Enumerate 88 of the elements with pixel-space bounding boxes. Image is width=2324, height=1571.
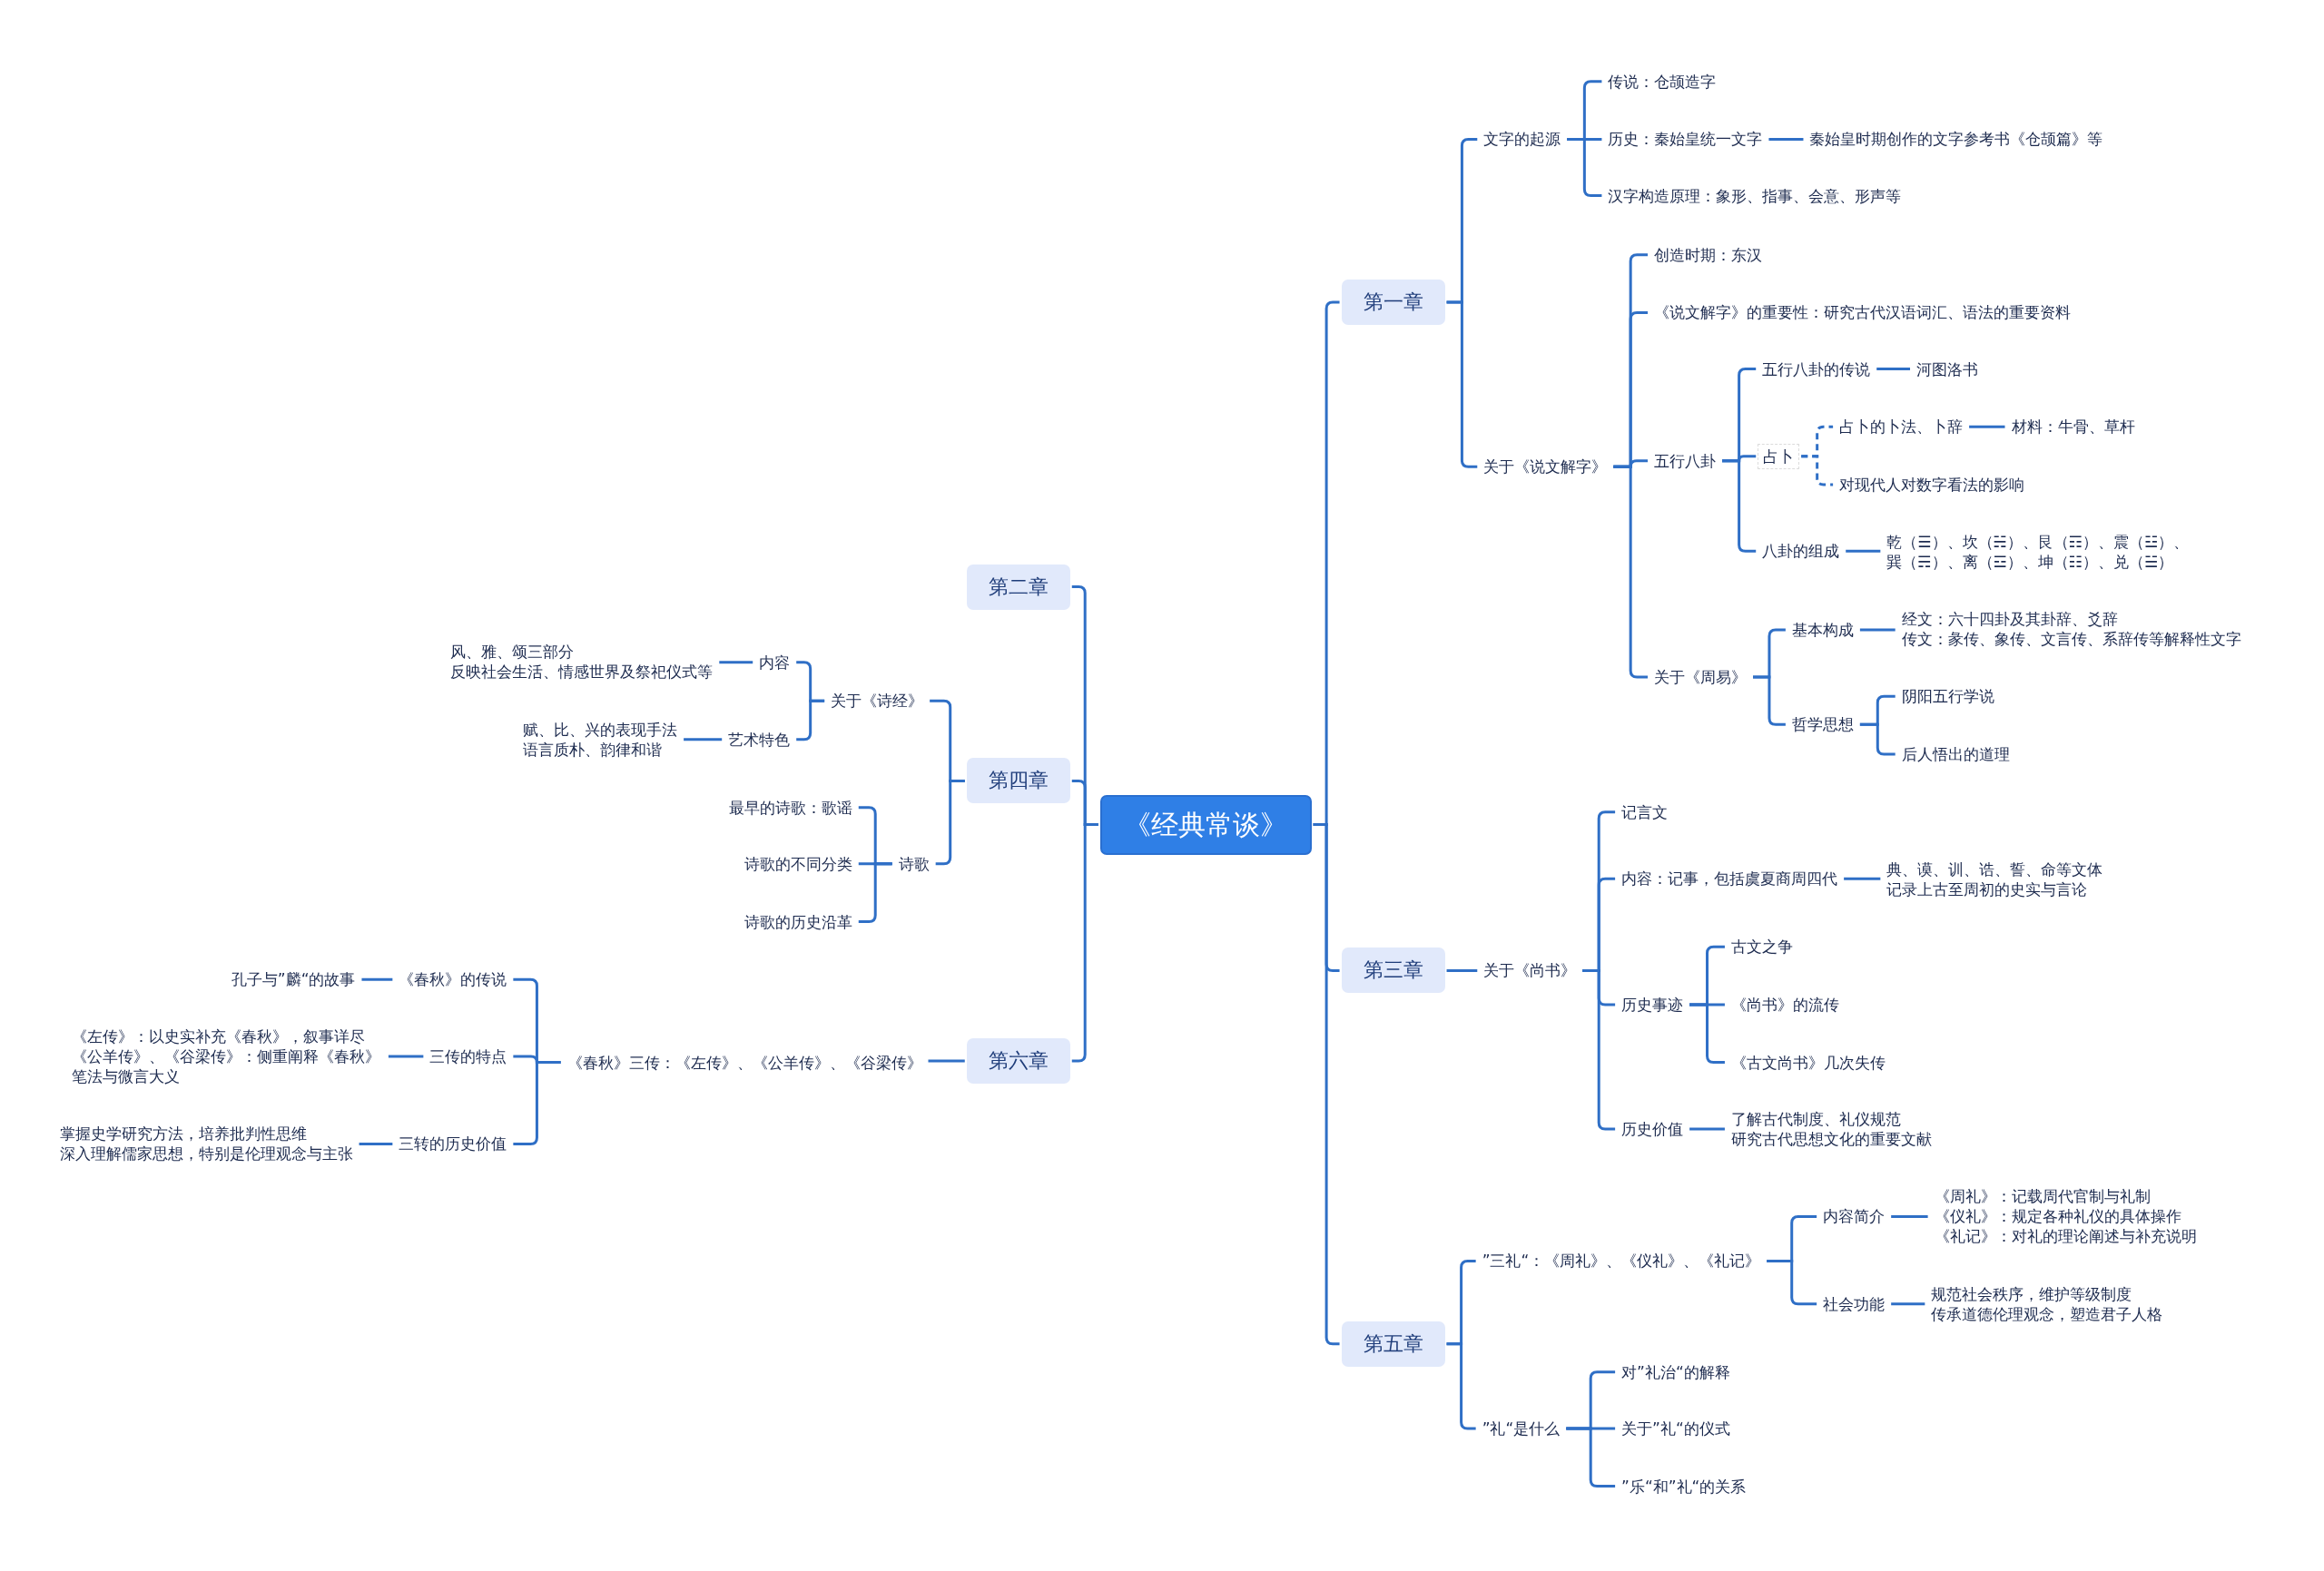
chapter-box: 第六章	[966, 1037, 1070, 1084]
topic-label: 三传的特点	[425, 1045, 512, 1069]
connector-line	[361, 977, 393, 981]
connector-line	[1891, 1214, 1928, 1218]
chapter-box: 第四章	[966, 758, 1070, 804]
topic-text: 规范社会秩序，维护等级制度 传承道德伦理观念，塑造君子人格	[1926, 1281, 2168, 1326]
topic-label: 三转的历史价值	[394, 1132, 512, 1156]
topic-label: 材料：牛骨、草杆	[2006, 415, 2140, 439]
topic-label: 诗歌的不同分类	[739, 851, 857, 876]
topic-label: 内容简介	[1818, 1204, 1890, 1229]
connector-line	[719, 661, 753, 664]
topic-label: 诗歌的历史沿革	[739, 909, 857, 934]
topic-label: 五行八卦	[1649, 448, 1721, 473]
connector-line	[1859, 722, 1896, 756]
topic-label: 《尚书》的流传	[1726, 992, 1844, 1016]
topic-label: 内容	[754, 650, 795, 674]
topic-label: 汉字构造原理：象形、指事、会意、形声等	[1603, 183, 1906, 208]
chapter-box: 第三章	[1341, 948, 1445, 994]
connector-line	[935, 779, 965, 866]
connector-line	[1844, 877, 1881, 880]
topic-label: 创造时期：东汉	[1649, 242, 1768, 267]
chapter-box: 第二章	[966, 564, 1070, 610]
topic-label: 秦始皇时期创作的文字参考书《仓颉篇》等	[1805, 127, 2108, 152]
topic-label: 阴阳五行学说	[1896, 684, 1999, 709]
topic-label: 哲学思想	[1787, 712, 1858, 737]
central-topic-box: 《经典常谈》	[1099, 794, 1312, 855]
connector-line	[1859, 628, 1896, 632]
topic-text: 风、雅、颂三部分 反映社会生活、情感世界及祭祀仪式等	[446, 639, 718, 683]
topic-label: 后人悟出的道理	[1896, 742, 2014, 766]
topic-label: 社会功能	[1818, 1291, 1890, 1316]
topic-label: 五行八卦的传说	[1758, 357, 1876, 381]
topic-text: 掌握史学研究方法，培养批判性思维 深入理解儒家思想，特别是伦理观念与主张	[54, 1122, 358, 1166]
topic-label: 对”礼治“的解释	[1617, 1360, 1735, 1384]
topic-label: 最早的诗歌：歌谣	[724, 795, 857, 820]
connector-line	[1891, 1302, 1925, 1306]
topic-text: 赋、比、兴的表现手法 语言质朴、韵律和谐	[518, 717, 683, 761]
topic-label: ”乐“和”礼“的关系	[1617, 1474, 1751, 1498]
connector-line	[1876, 368, 1910, 370]
topic-label: 孔子与”麟“的故事	[226, 967, 360, 992]
dashed-connector-line	[1801, 455, 1834, 486]
connector-line	[796, 699, 825, 741]
topic-label: 关于《说文解字》	[1479, 455, 1612, 479]
topic-label: 河图洛书	[1912, 357, 1983, 381]
topic-label: 内容：记事，包括虞夏商周四代	[1617, 867, 1843, 891]
chapter-box: 第五章	[1341, 1321, 1445, 1367]
topic-label: 乾（☰）、坎（☵）、艮（☶）、震（☳）、巽（☴）、离（☲）、坤（☷）、兑（☱）	[1882, 530, 2202, 574]
connector-line	[1071, 823, 1098, 1063]
connector-line	[1768, 137, 1804, 141]
topic-label: 关于”礼“的仪式	[1617, 1416, 1735, 1440]
topic-label: 《说文解字》的重要性：研究古代汉语词汇、语法的重要资料	[1649, 300, 2076, 325]
topic-text: 典、谟、训、诰、誓、命等文体 记录上古至周初的史实与言论	[1882, 857, 2108, 901]
topic-label: ”礼“是什么	[1477, 1416, 1565, 1440]
topic-label: 历史：秦始皇统一文字	[1603, 127, 1768, 152]
connector-line	[1969, 425, 2005, 428]
topic-label: 八卦的组成	[1758, 539, 1845, 564]
topic-label: 艺术特色	[724, 727, 795, 751]
connector-line	[684, 738, 723, 741]
topic-label: 对现代人对数字看法的影响	[1835, 472, 2030, 496]
topic-text: 经文：六十四卦及其卦辞、爻辞 传文：彖传、象传、文言传、系辞传等解释性文字	[1896, 607, 2246, 652]
topic-label: 诗歌	[893, 851, 934, 876]
topic-label: 关于《周易》	[1649, 665, 1752, 690]
topic-label: 历史价值	[1617, 1117, 1689, 1142]
topic-label: 《春秋》的传说	[394, 967, 512, 992]
topic-label: ”三礼“：《周礼》、《仪礼》、《礼记》	[1477, 1249, 1766, 1273]
topic-label: 《春秋》三传：《左传》、《公羊传》、《谷梁传》	[562, 1050, 927, 1075]
topic-label: 古文之争	[1726, 935, 1797, 959]
topic-label: 传说：仓颉造字	[1603, 69, 1721, 93]
connector-line	[928, 1059, 965, 1063]
topic-label: 历史事迹	[1617, 992, 1689, 1016]
topic-label: 基本构成	[1787, 617, 1858, 642]
topic-label: 文字的起源	[1479, 127, 1566, 152]
topic-text: 了解古代制度、礼仪规范 研究古代思想文化的重要文献	[1726, 1107, 1936, 1152]
connector-line	[1846, 549, 1881, 553]
topic-label: 关于《尚书》	[1479, 958, 1581, 983]
chapter-box: 第一章	[1341, 280, 1445, 326]
topic-label: 关于《诗经》	[826, 689, 929, 713]
connector-line	[1446, 968, 1478, 972]
topic-label: 《古文尚书》几次失传	[1726, 1050, 1890, 1075]
connector-line	[1767, 1259, 1817, 1306]
connector-line	[1753, 675, 1786, 726]
topic-box: 占卜	[1758, 443, 1800, 469]
topic-label: 记言文	[1617, 800, 1673, 824]
topic-text: 《左传》：以史实补充《春秋》，叙事详尽 《公羊传》、《谷梁传》：侧重阐释《春秋》笔法与微言大义	[67, 1025, 387, 1089]
connector-line	[388, 1055, 424, 1058]
connector-line	[1689, 1127, 1725, 1131]
connector-line	[359, 1142, 393, 1145]
topic-text: 《周礼》：记载周代官制与礼制 《仪礼》：规定各种礼仪的具体操作 《礼记》：对礼的理论阐述与补充说明	[1929, 1184, 2201, 1249]
topic-label: 占卜的卜法、卜辞	[1835, 415, 1968, 439]
